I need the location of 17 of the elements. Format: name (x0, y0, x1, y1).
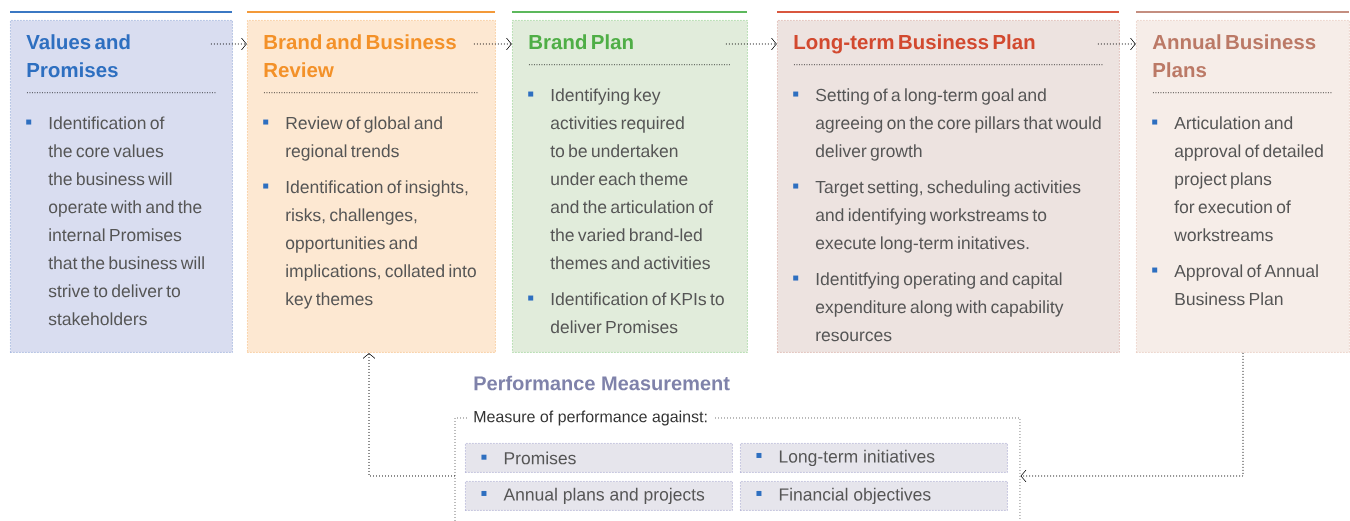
stage-box: Brand Plan Identifying key activities required to be undertaken under each theme and the articulation of the varied brand-led themes and activities Identification of KPIs to deliver Promises (512, 20, 748, 353)
list-item: Annual plans and projects (465, 481, 733, 511)
arrow (473, 37, 512, 51)
arrow (210, 37, 247, 51)
stage-box: Brand and Business Review Review of global and regional trends Identification of insights, risks, challenges, opportunities and implications, collated into key themes (247, 20, 496, 353)
list-item: Promises (465, 443, 733, 473)
arrow (362, 353, 456, 477)
list-item: Long-term initiatives (740, 443, 1008, 473)
stage-box: Values and Promises Identification of the core values the business will operate with and the internal Promises that the business will strive to deliver to stakeholders (10, 20, 233, 353)
stage-box: Long-term Business Plan Setting of a long-term goal and agreeing on the core pillars that would deliver growth Target setting, scheduling activities and identifying workstreams to execute long-term initatives. Identitfying operating and capital expenditure along with capability resources (777, 20, 1120, 353)
arrow (1097, 37, 1136, 51)
node-label: Performance Measurement (474, 375, 730, 391)
stage-box: Annual Business Plans Articulation and approval of detailed project plans for execution of workstreams Approval of Annual Business Plan (1136, 20, 1350, 353)
list-item: Financial objectives (740, 481, 1008, 511)
arrow (725, 37, 777, 51)
arrow (1020, 352, 1244, 483)
node-label: Measure of performance against: (474, 410, 707, 426)
